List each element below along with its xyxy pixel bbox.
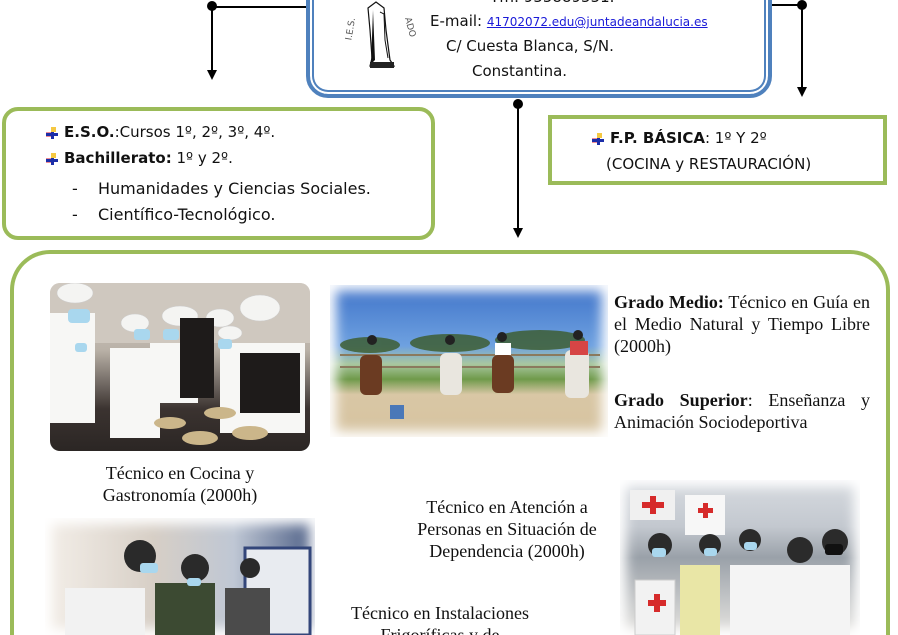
grado-medio-text: Grado Medio: Técnico en Guía en el Medio…: [614, 292, 870, 356]
fp-basica-detail: (COCINA y RESTAURACIÓN): [606, 155, 812, 173]
caption-instalaciones-frigorificas: Técnico en Instalaciones Frigoríficas y …: [351, 603, 529, 635]
sub-item-humanidades: -Humanidades y Ciencias Sociales.: [72, 179, 371, 198]
email-line: E-mail: 41702072.edu@juntadeandalucia.es: [430, 10, 708, 34]
bachillerato-item: Bachillerato: 1º y 2º.: [46, 149, 233, 167]
fp-basica-item: F.P. BÁSICA: 1º Y 2º: [592, 129, 767, 147]
address-line: C/ Cuesta Blanca, S/N.: [446, 37, 614, 55]
photo-horse-riding: [330, 285, 608, 437]
photo-instalaciones-students: [45, 518, 315, 635]
arrow-down-left: [207, 70, 217, 80]
eso-bachillerato-box: E.S.O.:Cursos 1º, 2º, 3º, 4º. Bachillera…: [2, 107, 435, 240]
connector-center-vertical: [517, 104, 519, 228]
eso-item: E.S.O.:Cursos 1º, 2º, 3º, 4º.: [46, 123, 275, 141]
school-logo: I.E.S. ADO: [340, 0, 420, 70]
connector-right-vertical: [801, 5, 803, 88]
phone-line: Tfn: 955889551.: [490, 0, 614, 9]
arrow-down-center: [513, 228, 523, 238]
email-link[interactable]: 41702072.edu@juntadeandalucia.es: [486, 15, 708, 29]
grado-superior-text: Grado Superior: Enseñanza y Animación So…: [614, 390, 870, 432]
bullet-icon: [46, 152, 58, 165]
bullet-icon: [592, 132, 604, 145]
caption-cocina: Técnico en Cocina y Gastronomía (2000h): [102, 463, 258, 505]
arrow-down-right: [797, 87, 807, 97]
sub-item-cientifico: -Científico-Tecnológico.: [72, 205, 276, 224]
connector-top-right: [772, 4, 802, 6]
caption-atencion-dependencia: Técnico en Atención a Personas en Situac…: [417, 497, 597, 561]
connector-top-left: [212, 6, 308, 8]
connector-left-vertical: [211, 6, 213, 70]
bullet-icon: [46, 126, 58, 139]
photo-cocina-students: [50, 283, 310, 451]
svg-text:I.E.S.: I.E.S.: [344, 17, 358, 41]
fp-basica-box: F.P. BÁSICA: 1º Y 2º (COCINA y RESTAURAC…: [548, 115, 887, 185]
statue-icon: I.E.S. ADO: [344, 1, 417, 68]
photo-atencion-students: [620, 480, 860, 635]
city-line: Constantina.: [472, 62, 568, 80]
svg-text:ADO: ADO: [402, 16, 417, 38]
email-label: E-mail:: [430, 12, 483, 30]
